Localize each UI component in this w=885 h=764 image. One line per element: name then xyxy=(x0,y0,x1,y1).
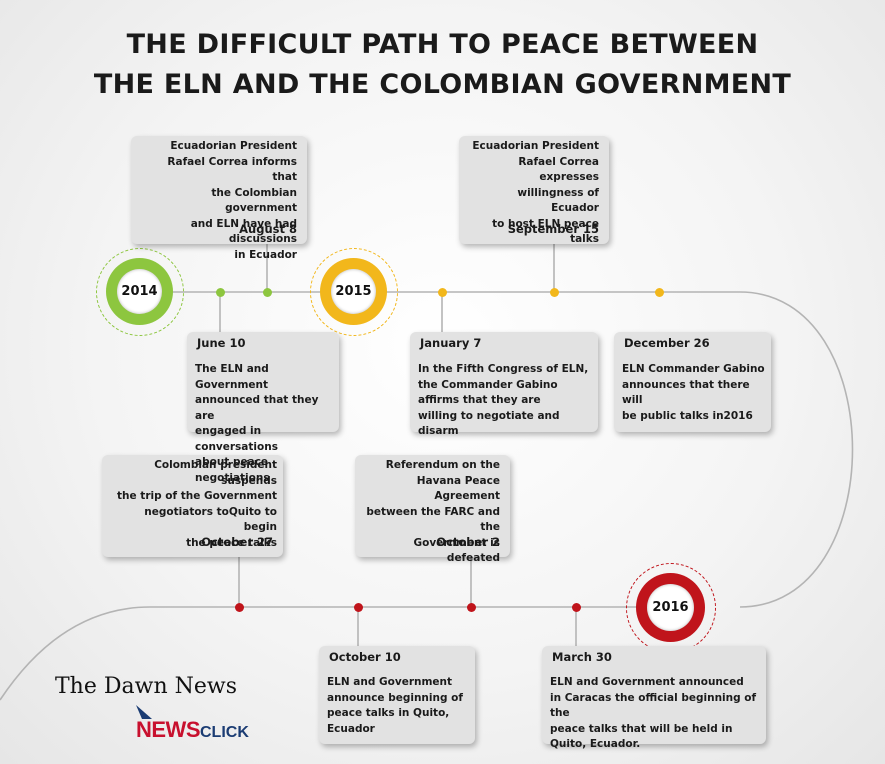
timeline-path-bottom xyxy=(0,606,672,701)
event-date: October 27 xyxy=(201,534,273,549)
event-text: announced that they are xyxy=(195,394,319,422)
dot-jun10 xyxy=(216,288,225,297)
event-text: Government is defeated xyxy=(413,536,500,565)
timeline-path-top xyxy=(140,291,854,608)
event-text: about peace negotiations xyxy=(195,456,270,484)
event-date: March 30 xyxy=(552,650,612,664)
event-text: the peace talks xyxy=(186,536,277,549)
event-text: Quito, Ecuador. xyxy=(550,738,641,750)
event-text: ELN and Government announced xyxy=(550,676,744,688)
event-text: the Commander Gabino xyxy=(418,378,558,391)
dot-aug8 xyxy=(263,288,272,297)
event-card-aug8: Ecuadorian President Rafael Correa infor… xyxy=(131,136,307,261)
event-card-oct10: October 10 ELN and Government announce b… xyxy=(319,646,475,744)
event-card-sep15: Ecuadorian President Rafael Correa expre… xyxy=(459,136,609,245)
year-marker-2014: 2014 xyxy=(96,248,184,336)
newsclick-mark-icon xyxy=(136,705,152,719)
event-card-mar30: March 30 ELN and Government announced in… xyxy=(542,646,766,750)
event-date: September 15 xyxy=(507,221,599,236)
event-date: December 26 xyxy=(624,336,710,350)
title-line-2: THE ELN AND THE COLOMBIAN GOVERNMENT xyxy=(93,69,792,100)
event-text: Colombian president suspends xyxy=(154,459,277,487)
event-text: affirms that they are xyxy=(418,394,541,406)
dot-jan7 xyxy=(438,288,447,297)
event-text: peace talks that will be held in xyxy=(550,722,733,735)
event-text: peace talks in Quito, xyxy=(327,707,450,719)
event-text: announce beginning of xyxy=(327,691,463,704)
event-text: Ecuadorian President xyxy=(170,140,297,152)
publication-logo: The Dawn News xyxy=(55,674,237,699)
dot-sep15 xyxy=(550,288,559,297)
event-text: the trip of the Government xyxy=(117,490,277,502)
event-text: in Caracas the official beginning of the xyxy=(550,691,757,720)
year-label-2014: 2014 xyxy=(121,284,158,299)
event-text: Ecuadorian President xyxy=(472,140,599,152)
dot-oct27 xyxy=(235,603,244,612)
event-text: Ecuador xyxy=(327,722,375,735)
dot-dec26 xyxy=(655,288,664,297)
event-date: June 10 xyxy=(197,336,246,350)
event-text: in Ecuador xyxy=(234,248,297,261)
event-text: Referendum on the xyxy=(385,459,500,471)
event-text: the Colombian government xyxy=(211,186,297,215)
newsclick-logo-part1: NEWS xyxy=(136,717,201,742)
dot-oct10 xyxy=(354,603,363,612)
event-text: to host ELN peace talks xyxy=(492,217,599,246)
event-date: October 10 xyxy=(329,650,401,664)
event-text: negotiators toQuito to begin xyxy=(144,505,277,534)
event-text: Rafael Correa informs that xyxy=(167,155,297,184)
event-card-dec26: December 26 ELN Commander Gabino announc… xyxy=(614,332,771,432)
event-text: willingness of Ecuador xyxy=(517,186,599,215)
year-marker-2015: 2015 xyxy=(310,248,398,336)
event-text: The ELN and Government xyxy=(195,363,269,391)
dot-oct2 xyxy=(467,603,476,612)
event-text: willing to negotiate and disarm xyxy=(418,409,560,438)
year-label-2015: 2015 xyxy=(335,284,372,299)
event-text: ELN and Government xyxy=(327,676,453,688)
event-text: be public talks in2016 xyxy=(622,409,753,422)
year-label-2016: 2016 xyxy=(652,600,689,615)
dot-mar30 xyxy=(572,603,581,612)
event-date: October 2 xyxy=(436,534,500,549)
event-card-jan7: January 7 In the Fifth Congress of ELN, … xyxy=(410,332,598,437)
newsclick-logo-part2: CLICK xyxy=(200,724,249,741)
event-text: engaged in conversations xyxy=(195,425,278,453)
title-line-1: THE DIFFICULT PATH TO PEACE BETWEEN xyxy=(126,29,759,60)
event-card-jun10: June 10 The ELN and Government announced… xyxy=(187,332,339,484)
event-text: Havana Peace Agreement xyxy=(416,474,500,503)
year-marker-2016: 2016 xyxy=(626,563,716,653)
event-text: ELN Commander Gabino xyxy=(622,363,765,375)
newsclick-logo: NEWSCLICK xyxy=(136,717,249,743)
event-text: In the Fifth Congress of ELN, xyxy=(418,363,589,375)
event-date: August 8 xyxy=(239,221,297,236)
event-text: between the FARC and the xyxy=(366,505,500,534)
event-card-oct27: Colombian president suspends the trip of… xyxy=(102,455,283,557)
event-date: January 7 xyxy=(420,336,482,350)
event-text: announces that there will xyxy=(622,378,750,407)
event-card-oct2: Referendum on the Havana Peace Agreement… xyxy=(355,455,510,564)
event-text: Rafael Correa expresses xyxy=(518,155,599,184)
event-text: and ELN have had discussions xyxy=(190,217,297,246)
